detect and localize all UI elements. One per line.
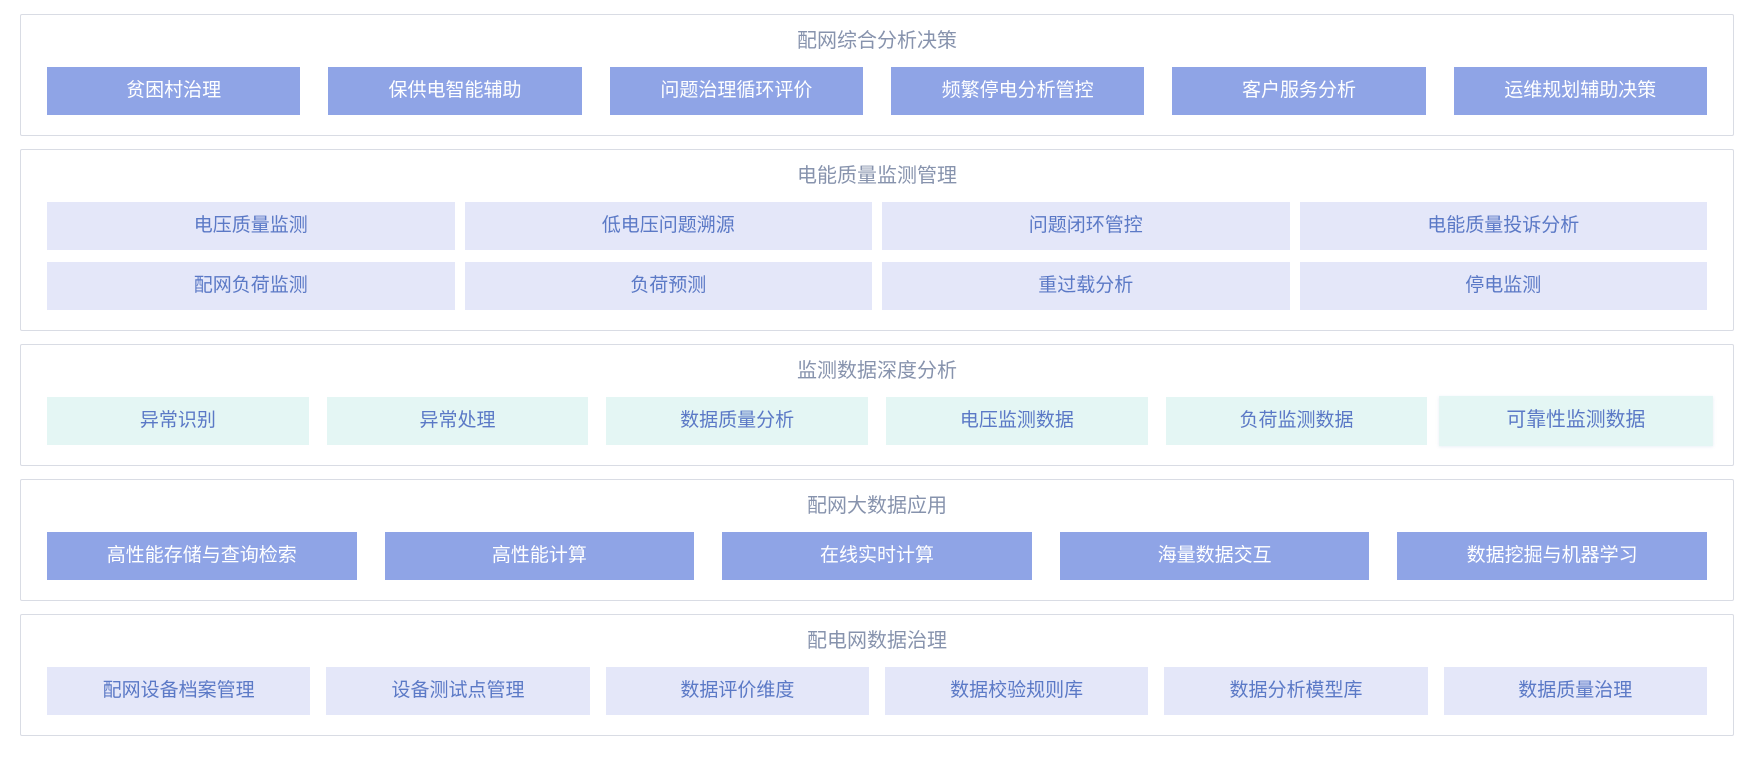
app-tile[interactable]: 数据挖掘与机器学习: [1397, 532, 1707, 580]
app-tile[interactable]: 停电监测: [1299, 262, 1707, 310]
app-tile[interactable]: 高性能存储与查询检索: [47, 532, 357, 580]
tile-row: 高性能存储与查询检索高性能计算在线实时计算海量数据交互数据挖掘与机器学习: [47, 532, 1707, 580]
section-monitoring-data-deep-analysis: 监测数据深度分析 异常识别异常处理数据质量分析电压监测数据负荷监测数据可靠性监测…: [20, 344, 1734, 466]
app-tile[interactable]: 配网设备档案管理: [47, 667, 311, 715]
app-tile[interactable]: 低电压问题溯源: [464, 202, 872, 250]
section-title: 配网大数据应用: [807, 495, 947, 517]
tile-grid: 配网设备档案管理设备测试点管理数据评价维度数据校验规则库数据分析模型库数据质量治…: [47, 667, 1707, 715]
tile-row: 电压质量监测低电压问题溯源问题闭环管控电能质量投诉分析: [47, 202, 1707, 250]
tile-row: 配网设备档案管理设备测试点管理数据评价维度数据校验规则库数据分析模型库数据质量治…: [47, 667, 1707, 715]
app-tile[interactable]: 客户服务分析: [1172, 67, 1426, 115]
app-tile[interactable]: 问题闭环管控: [882, 202, 1290, 250]
section-power-quality-monitoring: 电能质量监测管理 电压质量监测低电压问题溯源问题闭环管控电能质量投诉分析配网负荷…: [20, 149, 1734, 331]
app-tile[interactable]: 设备测试点管理: [326, 667, 590, 715]
app-tile[interactable]: 数据质量治理: [1443, 667, 1707, 715]
app-tile[interactable]: 高性能计算: [384, 532, 695, 580]
section-title: 配电网数据治理: [807, 630, 947, 652]
app-tile[interactable]: 运维规划辅助决策: [1453, 67, 1707, 115]
tile-row: 配网负荷监测负荷预测重过载分析停电监测: [47, 262, 1707, 310]
app-tile[interactable]: 保供电智能辅助: [328, 67, 582, 115]
tile-grid: 电压质量监测低电压问题溯源问题闭环管控电能质量投诉分析配网负荷监测负荷预测重过载…: [47, 202, 1707, 310]
app-tile[interactable]: 数据校验规则库: [884, 667, 1149, 715]
app-tile[interactable]: 数据分析模型库: [1164, 667, 1428, 715]
app-tile[interactable]: 电压质量监测: [47, 202, 455, 250]
section-title: 电能质量监测管理: [797, 165, 957, 187]
app-tile[interactable]: 数据质量分析: [606, 397, 869, 445]
app-tile[interactable]: 重过载分析: [882, 262, 1290, 310]
section-big-data-application: 配网大数据应用 高性能存储与查询检索高性能计算在线实时计算海量数据交互数据挖掘与…: [20, 479, 1734, 601]
tile-row: 贫困村治理保供电智能辅助问题治理循环评价频繁停电分析管控客户服务分析运维规划辅助…: [47, 67, 1707, 115]
app-tile[interactable]: 电能质量投诉分析: [1299, 202, 1707, 250]
section-distribution-data-governance: 配电网数据治理 配网设备档案管理设备测试点管理数据评价维度数据校验规则库数据分析…: [20, 614, 1734, 736]
app-tile[interactable]: 问题治理循环评价: [609, 67, 863, 115]
app-tile[interactable]: 异常处理: [326, 397, 589, 445]
app-tile[interactable]: 配网负荷监测: [47, 262, 455, 310]
app-tile[interactable]: 贫困村治理: [47, 67, 301, 115]
section-distribution-analysis-decision: 配网综合分析决策 贫困村治理保供电智能辅助问题治理循环评价频繁停电分析管控客户服…: [20, 14, 1734, 136]
tile-grid: 异常识别异常处理数据质量分析电压监测数据负荷监测数据可靠性监测数据: [47, 395, 1713, 447]
app-tile[interactable]: 可靠性监测数据: [1439, 395, 1713, 447]
app-tile[interactable]: 在线实时计算: [722, 532, 1032, 580]
section-title: 监测数据深度分析: [797, 360, 957, 382]
tile-row: 异常识别异常处理数据质量分析电压监测数据负荷监测数据可靠性监测数据: [47, 395, 1713, 447]
tile-grid: 贫困村治理保供电智能辅助问题治理循环评价频繁停电分析管控客户服务分析运维规划辅助…: [47, 67, 1707, 115]
app-tile[interactable]: 负荷监测数据: [1165, 397, 1428, 445]
app-tile[interactable]: 频繁停电分析管控: [890, 67, 1145, 115]
app-tile[interactable]: 数据评价维度: [605, 667, 869, 715]
app-tile[interactable]: 负荷预测: [464, 262, 872, 310]
section-title: 配网综合分析决策: [797, 30, 957, 52]
tile-grid: 高性能存储与查询检索高性能计算在线实时计算海量数据交互数据挖掘与机器学习: [47, 532, 1707, 580]
app-tile[interactable]: 海量数据交互: [1059, 532, 1370, 580]
app-tile[interactable]: 异常识别: [47, 397, 309, 445]
app-tile[interactable]: 电压监测数据: [886, 397, 1148, 445]
